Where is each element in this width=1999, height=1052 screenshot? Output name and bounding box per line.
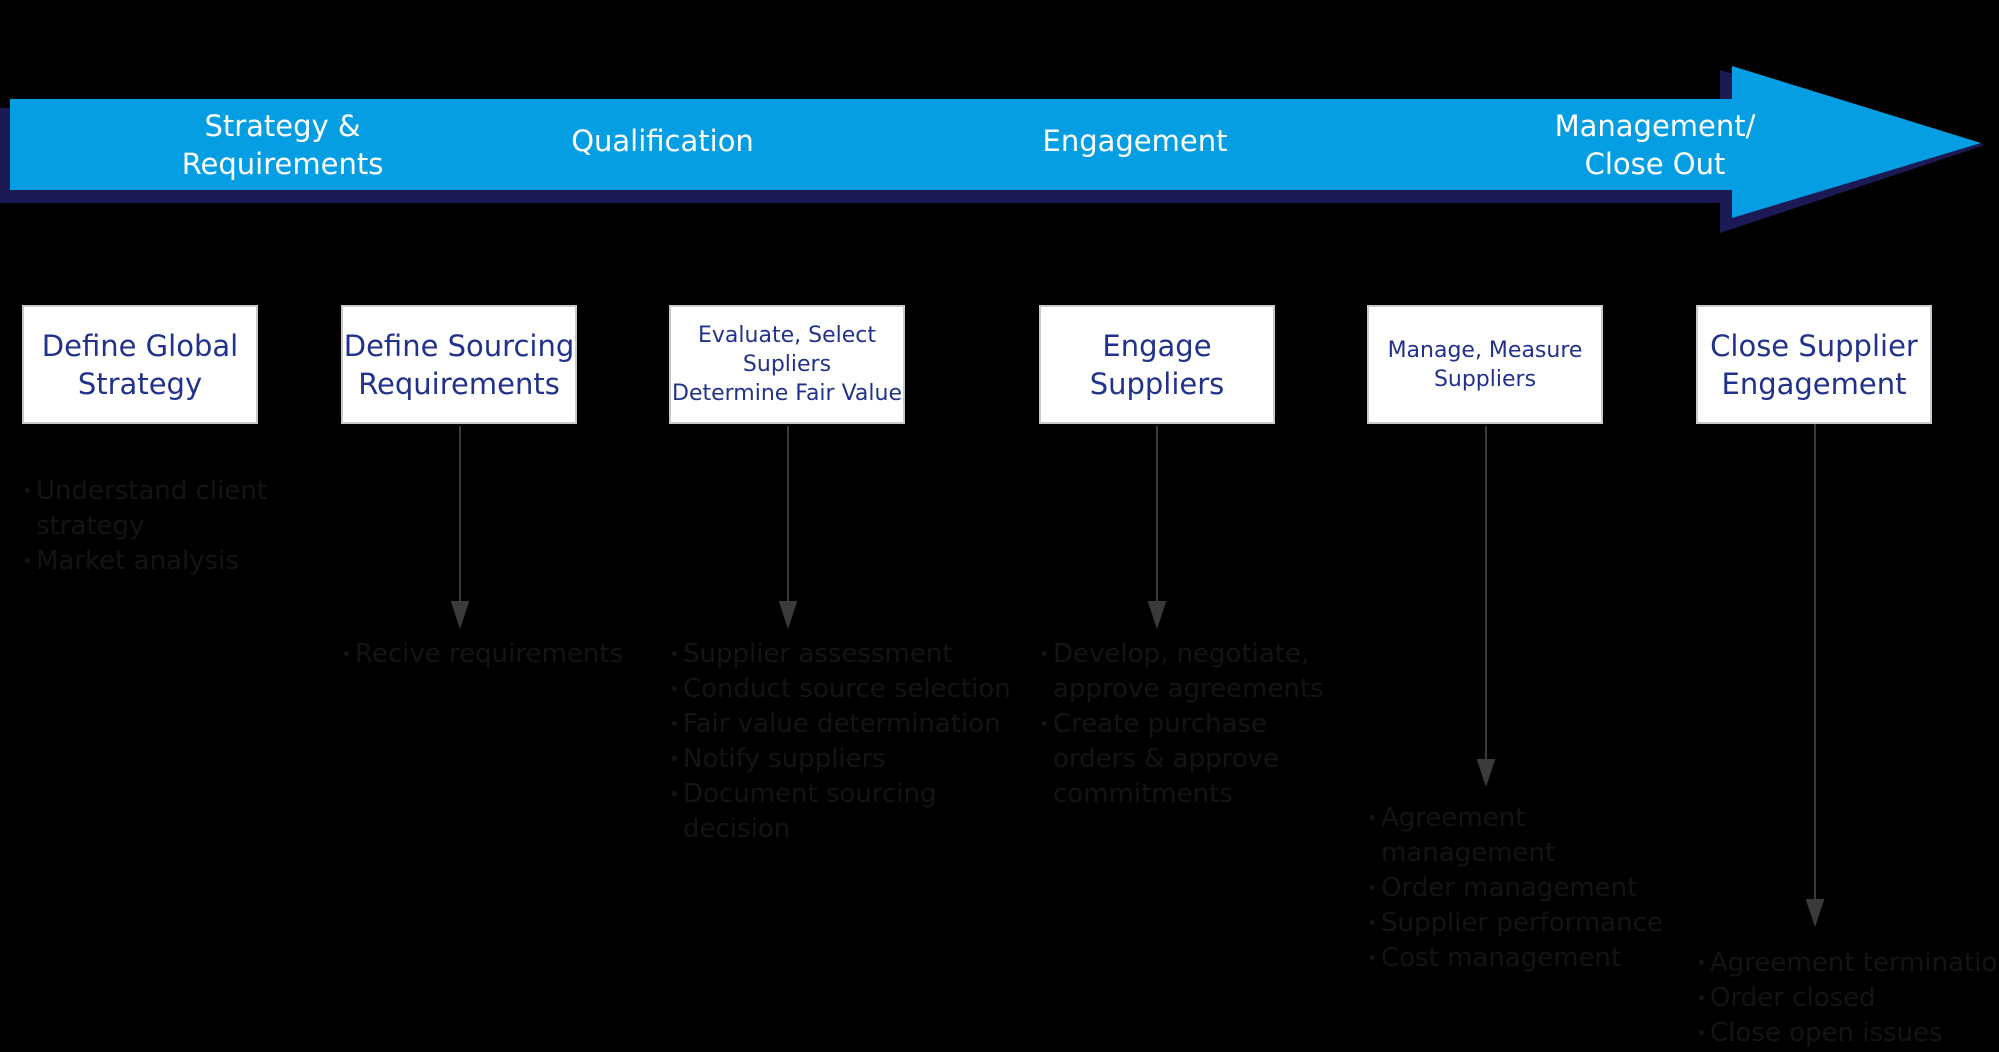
bullet-text: Order closed (1710, 983, 1876, 1013)
step-box-define-global-strategy: Define Global Strategy (22, 305, 258, 424)
connector-arrowhead-6 (1805, 899, 1825, 928)
bullet-list-step-6: Agreement termination Order closed Close… (1696, 946, 1999, 1051)
bullet-item: Conduct source selection (669, 672, 1011, 707)
bullet-item: Supplier performance (1367, 906, 1663, 941)
bullet-list-step-4: Develop, negotiate, approve agreements C… (1039, 637, 1324, 812)
step-box-evaluate-select-suppliers: Evaluate, Select Supliers Determine Fair… (669, 305, 905, 424)
bullet-item: Develop, negotiate, approve agreements (1039, 637, 1324, 707)
bullet-text: Create purchase orders & approve commitm… (1053, 709, 1280, 809)
bullet-item: Document sourcing decision (669, 777, 1011, 847)
bullet-text: Agreement termination (1710, 948, 1999, 978)
bullet-item: Recive requirements (341, 637, 623, 672)
bullet-list-step-1: Understand client strategy Market analys… (22, 474, 267, 579)
bullet-text: Develop, negotiate, approve agreements (1053, 639, 1324, 704)
bullet-text: Supplier assessment (683, 639, 953, 669)
bullet-text: Cost management (1381, 943, 1622, 973)
bullet-text: Notify suppliers (683, 744, 886, 774)
bullet-item: Create purchase orders & approve commitm… (1039, 707, 1324, 812)
bullet-text: Order management (1381, 873, 1638, 903)
bullet-text: Conduct source selection (683, 674, 1011, 704)
connector-arrowhead-5 (1476, 759, 1496, 788)
bullet-item: Supplier assessment (669, 637, 1011, 672)
process-arrow-body (10, 66, 1981, 218)
bullet-item: Fair value determination (669, 707, 1011, 742)
step-box-define-sourcing-requirements: Define Sourcing Requirements (341, 305, 577, 424)
bullet-text: Understand client strategy (36, 476, 268, 541)
bullet-list-step-2: Recive requirements (341, 637, 623, 672)
bullet-item: Agreement termination (1696, 946, 1999, 981)
phase-label-qualification: Qualification (571, 124, 754, 158)
bullet-item: Agreement management (1367, 801, 1663, 871)
phase-label-strategy: Strategy & Requirements (181, 109, 384, 181)
bullet-text: Supplier performance (1381, 908, 1663, 938)
bullet-item: Close open issues (1696, 1016, 1999, 1051)
bullet-text: Recive requirements (355, 639, 624, 669)
bullet-item: Order closed (1696, 981, 1999, 1016)
bullet-text: Market analysis (36, 546, 239, 576)
bullet-item: Understand client strategy (22, 474, 267, 544)
step-box-close-supplier-engagement: Close Supplier Engagement (1696, 305, 1932, 424)
connectors (450, 418, 1825, 928)
phase-label-management: Management/ Close Out (1554, 109, 1756, 181)
bullet-item: Cost management (1367, 941, 1663, 976)
bullet-item: Market analysis (22, 544, 267, 579)
bullet-text: Close open issues (1710, 1018, 1943, 1048)
bullet-list-step-3: Supplier assessment Conduct source selec… (669, 637, 1011, 847)
phase-label-engagement: Engagement (1042, 124, 1228, 158)
step-box-manage-measure-suppliers: Manage, Measure Suppliers (1367, 305, 1603, 424)
step-box-engage-suppliers: Engage Suppliers (1039, 305, 1275, 424)
connector-arrowhead-2 (450, 601, 470, 630)
bullet-item: Order management (1367, 871, 1663, 906)
bullet-text: Agreement management (1381, 803, 1556, 868)
bullet-text: Fair value determination (683, 709, 1001, 739)
bullet-text: Document sourcing decision (683, 779, 937, 844)
bullet-list-step-5: Agreement management Order management Su… (1367, 801, 1663, 976)
bullet-item: Notify suppliers (669, 742, 1011, 777)
connector-arrowhead-4 (1147, 601, 1167, 630)
connector-arrowhead-3 (778, 601, 798, 630)
